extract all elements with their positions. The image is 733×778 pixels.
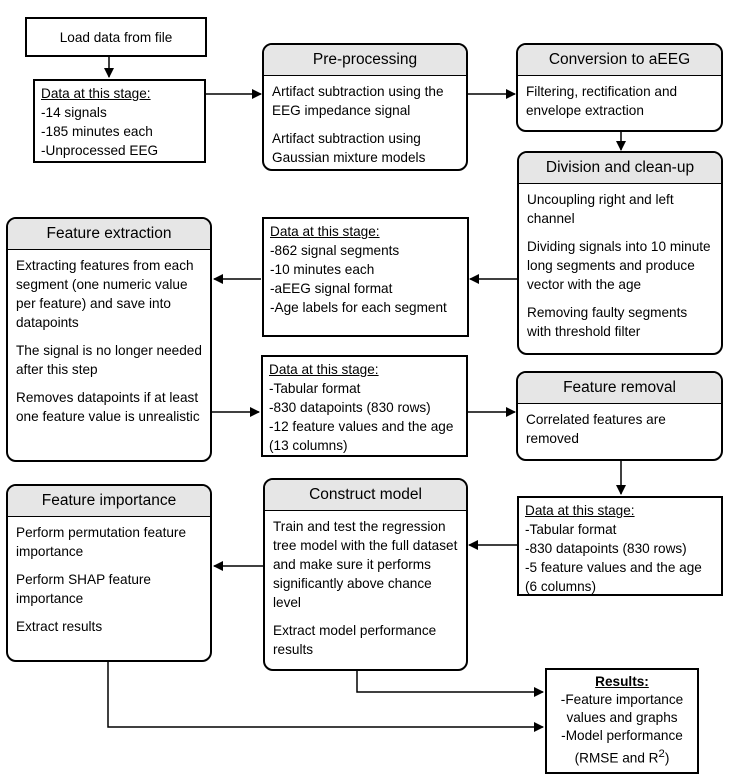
feature-removal-item: Correlated features are removed	[526, 412, 666, 446]
feature-removal-box: Feature removal Correlated features are …	[516, 371, 723, 461]
data-stage-1-box: Data at this stage: -14 signals -185 min…	[33, 79, 206, 163]
division-cleanup-box: Division and clean-up Uncoupling right a…	[517, 151, 723, 355]
feature-extraction-item: Extracting features from each segment (o…	[16, 258, 194, 330]
load-data-label: Load data from file	[59, 29, 173, 45]
feature-importance-item: Perform permutation feature importance	[16, 525, 187, 559]
data-stage-2-line: -aEEG signal format	[270, 281, 393, 296]
conversion-aeeg-item: Filtering, rectification and envelope ex…	[526, 84, 678, 118]
data-stage-3-line: -12 feature values and the age (13 colum…	[269, 419, 454, 453]
division-cleanup-item: Removing faulty segments with threshold …	[527, 305, 688, 339]
data-stage-2-line: -862 signal segments	[270, 243, 400, 258]
data-stage-1-line: -14 signals	[41, 105, 107, 120]
data-stage-1-line: -Unprocessed EEG	[41, 143, 159, 158]
construct-model-box: Construct model Train and test the regre…	[263, 478, 468, 671]
data-stage-3-line: -Tabular format	[269, 381, 361, 396]
feature-importance-item: Perform SHAP feature importance	[16, 572, 151, 606]
data-stage-4-line: -Tabular format	[525, 522, 617, 537]
construct-model-item: Train and test the regression tree model…	[273, 519, 458, 610]
load-data-box: Load data from file	[25, 17, 207, 57]
data-stage-3-title: Data at this stage:	[269, 362, 379, 377]
data-stage-2-title: Data at this stage:	[270, 224, 380, 239]
data-stage-3-line: -830 datapoints (830 rows)	[269, 400, 431, 415]
data-stage-4-title: Data at this stage:	[525, 503, 635, 518]
conversion-aeeg-box: Conversion to aEEG Filtering, rectificat…	[516, 43, 723, 132]
data-stage-1-title: Data at this stage:	[41, 86, 151, 101]
data-stage-4-line: -830 datapoints (830 rows)	[525, 541, 687, 556]
feature-extraction-item: Removes datapoints if at least one featu…	[16, 390, 200, 424]
data-stage-1-line: -185 minutes each	[41, 124, 153, 139]
feature-extraction-title: Feature extraction	[8, 219, 210, 250]
results-line: -Feature importance values and graphs	[560, 692, 684, 725]
feature-extraction-item: The signal is no longer needed after thi…	[16, 343, 202, 377]
data-stage-4-line: -5 feature values and the age (6 columns…	[525, 560, 702, 594]
division-cleanup-title: Division and clean-up	[519, 153, 721, 184]
data-stage-4-box: Data at this stage: -Tabular format -830…	[517, 496, 723, 596]
data-stage-3-box: Data at this stage: -Tabular format -830…	[261, 355, 468, 457]
preprocessing-item: Artifact subtraction using the EEG imped…	[272, 84, 444, 118]
results-close-paren: )	[664, 750, 670, 766]
results-r2-superscript: 2	[658, 748, 665, 760]
conversion-aeeg-title: Conversion to aEEG	[518, 45, 721, 76]
preprocessing-box: Pre-processing Artifact subtraction usin…	[262, 43, 468, 171]
division-cleanup-item: Dividing signals into 10 minute long seg…	[527, 239, 711, 292]
feature-importance-title: Feature importance	[8, 486, 210, 517]
feature-removal-title: Feature removal	[518, 373, 721, 404]
feature-extraction-box: Feature extraction Extracting features f…	[6, 217, 212, 462]
results-line: (RMSE and R2)	[551, 745, 693, 768]
division-cleanup-item: Uncoupling right and left channel	[527, 192, 674, 226]
preprocessing-item: Artifact subtraction using Gaussian mixt…	[272, 131, 426, 165]
results-title: Results:	[595, 674, 649, 689]
construct-model-title: Construct model	[265, 480, 466, 511]
feature-importance-item: Extract results	[16, 619, 103, 634]
data-stage-2-box: Data at this stage: -862 signal segments…	[262, 217, 469, 337]
results-line: -Model performance	[561, 728, 683, 743]
results-box: Results: -Feature importance values and …	[545, 668, 699, 774]
feature-importance-box: Feature importance Perform permutation f…	[6, 484, 212, 662]
data-stage-2-line: -10 minutes each	[270, 262, 375, 277]
arrow-importance-to-results	[107, 662, 544, 732]
data-stage-2-line: -Age labels for each segment	[270, 300, 447, 315]
arrow-construct-to-results	[356, 670, 544, 697]
results-rmse-text: (RMSE and R	[574, 750, 659, 766]
preprocessing-title: Pre-processing	[264, 45, 466, 76]
construct-model-item: Extract model performance results	[273, 623, 437, 657]
